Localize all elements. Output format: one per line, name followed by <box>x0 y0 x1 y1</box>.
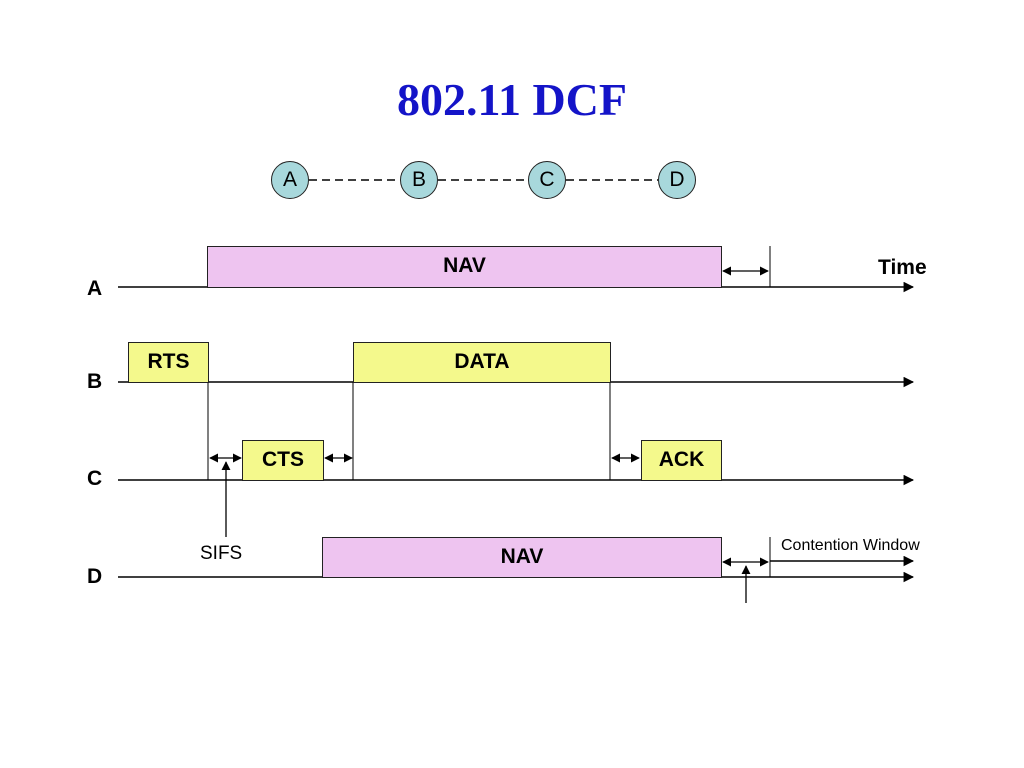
row-label-d: D <box>87 565 103 588</box>
topology-node-d: D <box>658 161 696 199</box>
row-label-a: A <box>87 277 103 300</box>
topology-node-c: C <box>528 161 566 199</box>
row-label-b: B <box>87 370 103 393</box>
time-axes <box>118 281 915 583</box>
ack-frame: ACK <box>641 440 722 481</box>
slide-title: 802.11 DCF <box>397 74 627 125</box>
pointer-arrows <box>221 461 751 603</box>
topology-node-b: B <box>400 161 438 199</box>
nav-frame-d: NAV <box>322 537 722 578</box>
cts-frame: CTS <box>242 440 324 481</box>
data-frame: DATA <box>353 342 611 383</box>
topology-node-a: A <box>271 161 309 199</box>
contention-window-label: Contention Window <box>781 537 920 554</box>
interval-arrows <box>209 266 769 567</box>
rts-frame: RTS <box>128 342 209 383</box>
timing-guides <box>207 246 771 577</box>
sifs-label: SIFS <box>200 543 243 564</box>
row-label-c: C <box>87 467 103 490</box>
time-label: Time <box>878 256 927 279</box>
nav-frame-a: NAV <box>207 246 722 288</box>
